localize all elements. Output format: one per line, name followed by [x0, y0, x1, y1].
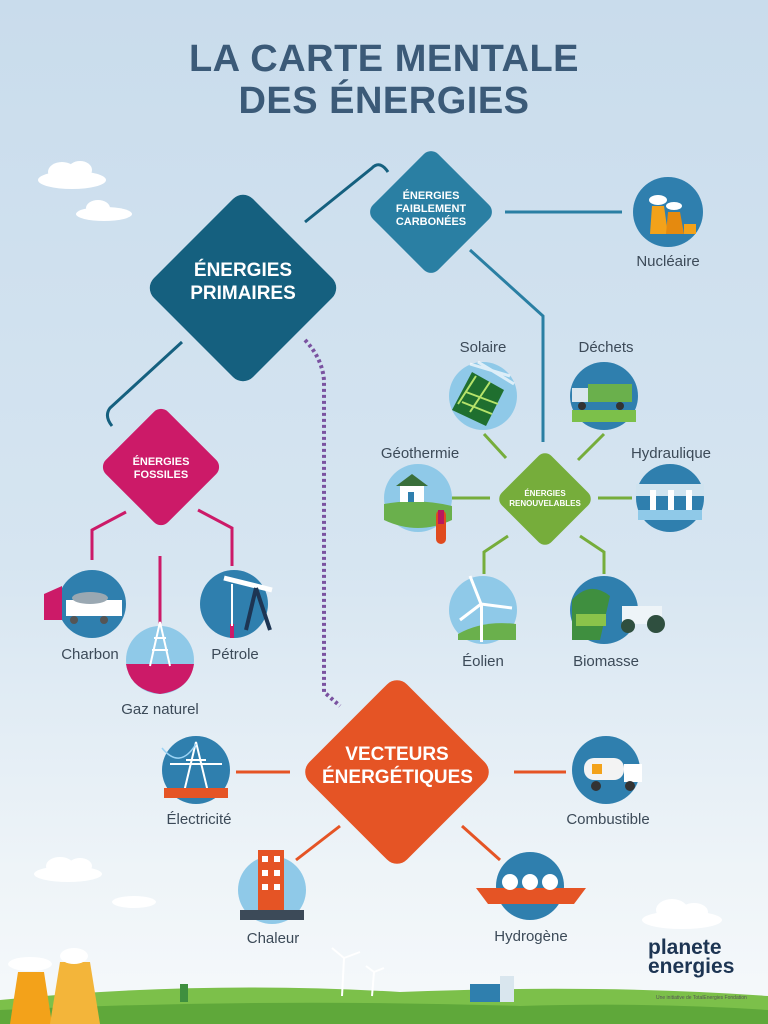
vecteurs-energetiques-label: VECTEURS ÉNERGÉTIQUES — [322, 744, 473, 788]
eolien-label: Éolien — [462, 653, 504, 670]
combustible-icon — [572, 736, 642, 804]
hydraulique-label: Hydraulique — [630, 445, 712, 462]
petrole-label: Pétrole — [211, 646, 259, 663]
petrole-icon — [200, 570, 273, 638]
hydraulique-icon — [636, 464, 704, 532]
gaz-naturel-icon — [126, 621, 194, 694]
title-line-1: LA CARTE MENTALE — [188, 38, 580, 80]
charbon-label: Charbon — [61, 646, 119, 663]
solaire-icon — [449, 360, 517, 430]
gaz-naturel-label: Gaz naturel — [121, 701, 199, 718]
dechets-label: Déchets — [578, 339, 634, 356]
geothermie-label: Géothermie — [380, 445, 460, 462]
energies-faiblement-carbonees-diamond — [370, 151, 492, 273]
energies-primaires-label: ÉNERGIES PRIMAIRES — [190, 260, 296, 304]
energies-renouvelables-diamond — [499, 453, 591, 545]
vecteurs-energetiques-diamond — [305, 680, 489, 864]
eolien-icon — [449, 575, 517, 644]
electricite-icon — [161, 736, 230, 804]
energies-faiblement-carbonees-label: ÉNERGIES FAIBLEMENT CARBONÉES — [395, 190, 467, 229]
logo-subtitle: Une initiative de TotalEnergies Fondatio… — [656, 995, 747, 1001]
energies-primaires-diamond — [149, 194, 337, 382]
dechets-icon — [570, 362, 638, 430]
energies-fossiles-diamond — [102, 408, 220, 526]
page-title: LA CARTE MENTALE DES ÉNERGIES — [0, 38, 768, 122]
cloud-decoration — [8, 161, 722, 971]
combustible-label: Combustible — [566, 811, 650, 828]
geothermie-icon — [384, 464, 452, 544]
nucleaire-label: Nucléaire — [636, 253, 700, 270]
hydrogene-icon — [476, 852, 586, 920]
energies-fossiles-label: ÉNERGIES FOSSILES — [132, 456, 190, 482]
connector-lines — [90, 163, 632, 862]
landscape-decoration — [0, 947, 768, 1024]
biomasse-label: Biomasse — [573, 653, 639, 670]
electricite-label: Électricité — [166, 811, 232, 828]
planete-energies-logo: planete energies — [648, 936, 735, 978]
solaire-label: Solaire — [459, 339, 507, 356]
biomasse-icon — [570, 576, 665, 644]
chaleur-icon — [238, 850, 306, 924]
charbon-icon — [44, 570, 126, 638]
chaleur-label: Chaleur — [246, 930, 300, 947]
hydrogene-label: Hydrogène — [494, 928, 568, 945]
energies-renouvelables-label: ÉNERGIES RENOUVELABLES — [509, 489, 581, 508]
nucleaire-icon — [633, 177, 703, 247]
title-line-2: DES ÉNERGIES — [238, 80, 530, 122]
